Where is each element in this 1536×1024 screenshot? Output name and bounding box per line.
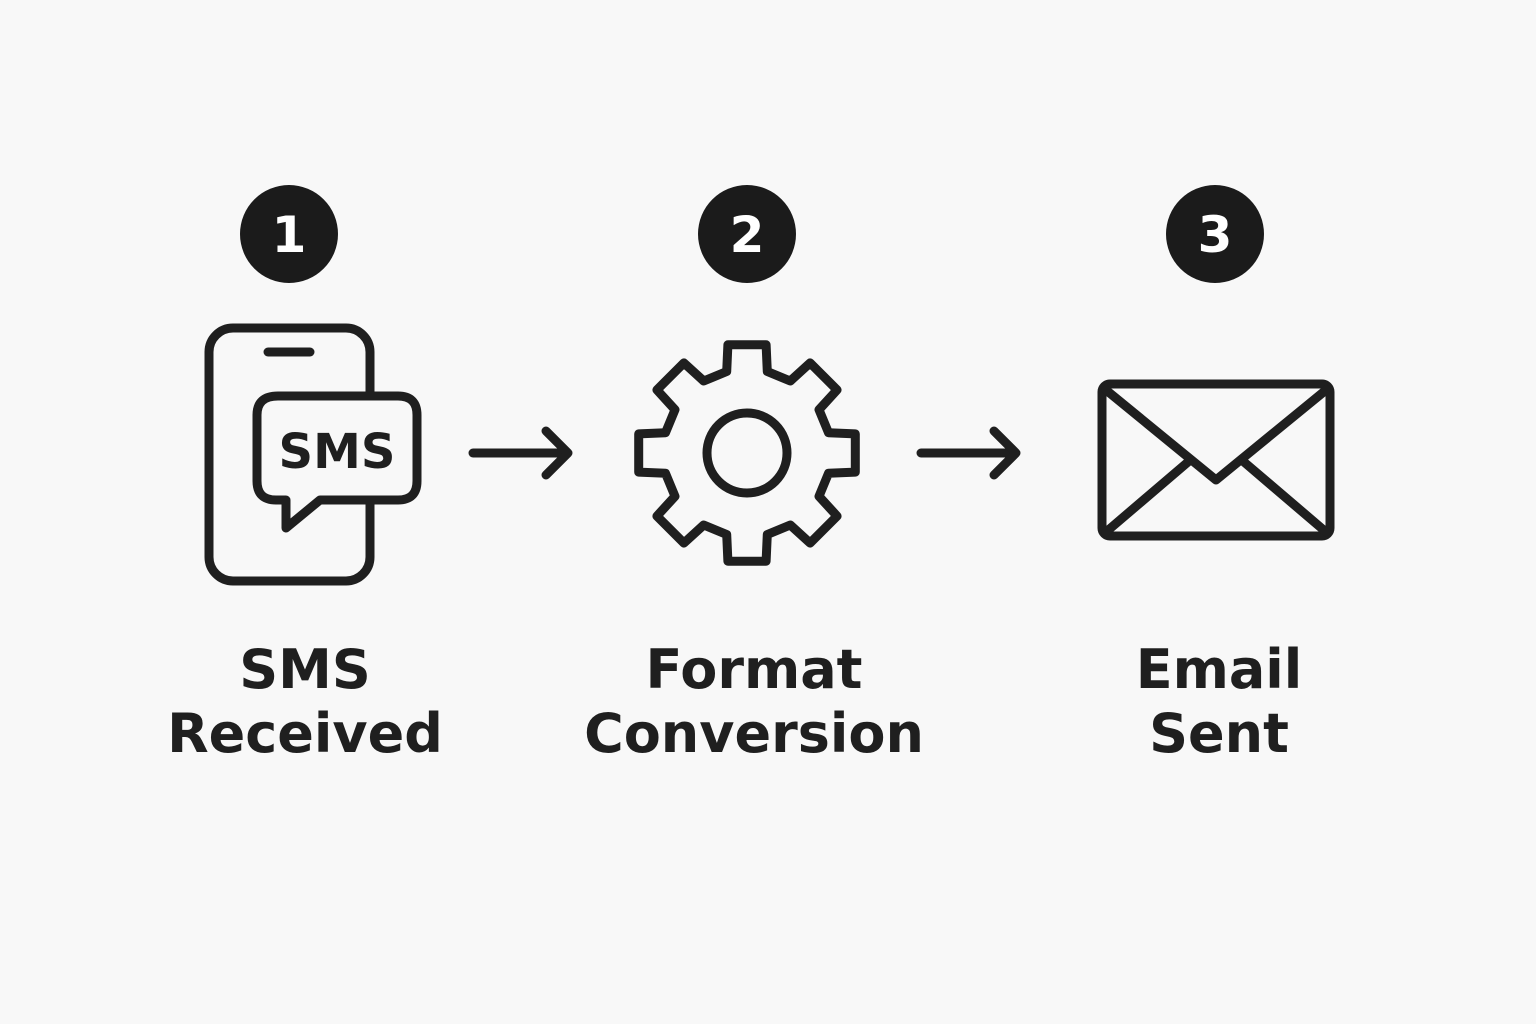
step-3: 3 Email Sent [1097, 185, 1335, 765]
gear-outline [634, 340, 860, 566]
sms-bubble-text: SMS [279, 424, 396, 480]
arrow-right-icon [468, 426, 573, 480]
step-1-label-line-1: SMS [239, 638, 371, 701]
step-3-number-badge: 3 [1166, 185, 1264, 283]
sms-speech-bubble [252, 391, 422, 533]
envelope-icon [1097, 379, 1335, 541]
envelope-flap [1101, 385, 1331, 485]
arrow-2-head [989, 426, 1021, 480]
step-1-number-badge: 1 [240, 185, 338, 283]
step-1: 1 SMS SMS Received [167, 185, 443, 765]
step-1-badge-circle [240, 185, 338, 283]
arrow-right-icon [916, 426, 1021, 480]
step-3-label-line-1: Email [1136, 638, 1303, 701]
step-3-badge-circle [1166, 185, 1264, 283]
step-2-number: 2 [730, 206, 765, 264]
gear-center-hole [702, 408, 792, 498]
envelope-left-fold [1101, 457, 1193, 537]
step-3-number: 3 [1198, 206, 1233, 264]
gear-icon [634, 340, 860, 566]
step-2-badge-circle [698, 185, 796, 283]
phone-sms-icon: SMS [204, 323, 422, 586]
step-1-label-line-2: Received [167, 702, 443, 765]
step-2-label-line-1: Format [646, 638, 863, 701]
step-3-label-line-2: Sent [1149, 702, 1289, 765]
arrow-1-head [541, 426, 573, 480]
envelope-right-fold [1239, 457, 1331, 537]
step-2-number-badge: 2 [698, 185, 796, 283]
step-1-number: 1 [272, 206, 307, 264]
envelope-outline [1097, 379, 1335, 541]
step-2-label-line-2: Conversion [584, 702, 924, 765]
step-2: 2 Format Conversion [584, 185, 924, 765]
